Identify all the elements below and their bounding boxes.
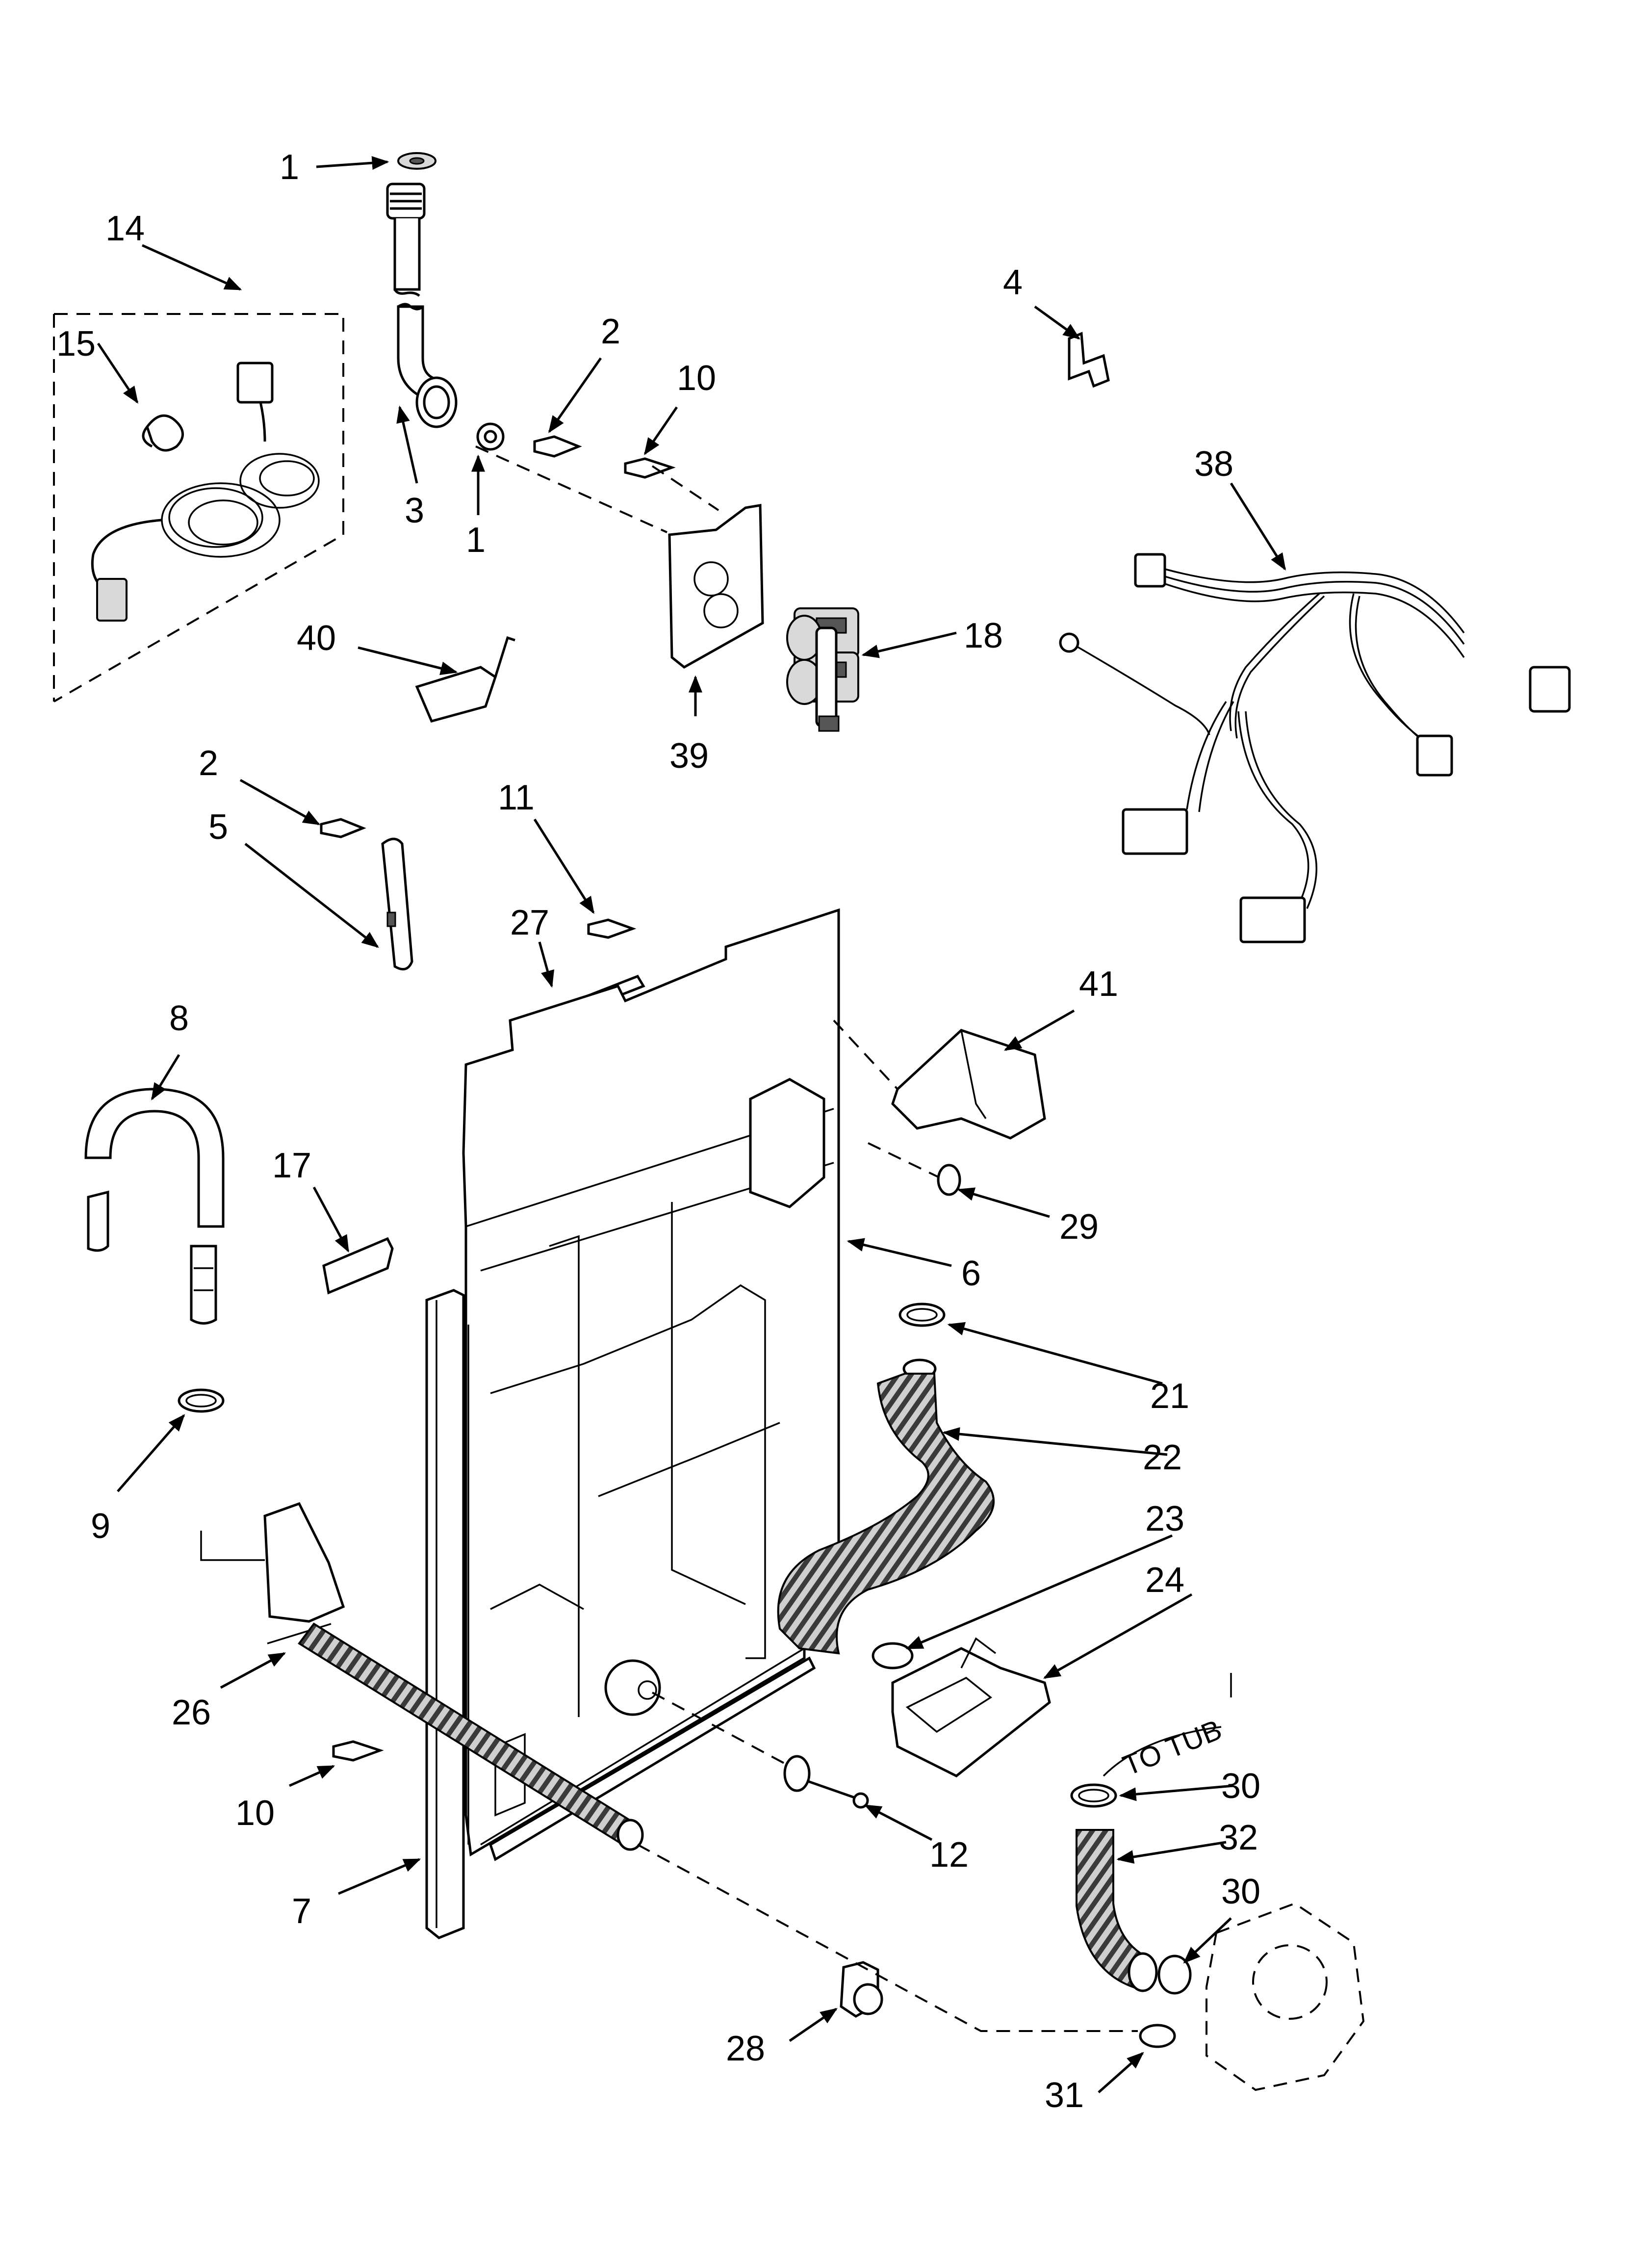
callout-30: 30 bbox=[1221, 1767, 1260, 1806]
callout-10: 10 bbox=[235, 1794, 275, 1833]
callout-29: 29 bbox=[1059, 1207, 1099, 1247]
callout-24: 24 bbox=[1145, 1561, 1184, 1600]
dispenser-part bbox=[872, 1637, 1051, 1777]
callout-2: 2 bbox=[601, 312, 620, 351]
callout-39: 39 bbox=[669, 736, 709, 776]
callout-40: 40 bbox=[297, 619, 336, 658]
screw-part bbox=[587, 918, 637, 939]
callout-30: 30 bbox=[1221, 1872, 1260, 1911]
rear-panel-part bbox=[462, 908, 840, 1861]
callout-31: 31 bbox=[1045, 2076, 1084, 2115]
callout-2: 2 bbox=[199, 744, 218, 783]
callout-17: 17 bbox=[272, 1146, 311, 1185]
callout-10: 10 bbox=[677, 359, 716, 398]
power-cord-kit-box bbox=[53, 313, 344, 703]
side-strip-part bbox=[425, 1289, 465, 1939]
cord-clamp-part bbox=[142, 414, 184, 452]
valve-bracket-part bbox=[475, 445, 764, 669]
callout-18: 18 bbox=[964, 616, 1003, 655]
inlet-hose-part bbox=[386, 152, 505, 451]
callout-7: 7 bbox=[292, 1892, 311, 1931]
callout-32: 32 bbox=[1219, 1818, 1258, 1857]
callout-9: 9 bbox=[91, 1507, 110, 1546]
pump-hose-part bbox=[1070, 1673, 1365, 2091]
callout-28: 28 bbox=[726, 2029, 765, 2068]
plug-part bbox=[322, 1237, 394, 1295]
callout-6: 6 bbox=[961, 1254, 981, 1293]
screw-part bbox=[533, 435, 676, 479]
fill-hose-part bbox=[777, 1358, 995, 1655]
callout-27: 27 bbox=[510, 903, 549, 942]
callout-3: 3 bbox=[405, 491, 424, 530]
strap-part bbox=[320, 818, 413, 971]
coupling-part bbox=[637, 1844, 1138, 2032]
water-valve-part bbox=[786, 607, 859, 732]
callout-23: 23 bbox=[1145, 1499, 1184, 1538]
callout-12: 12 bbox=[929, 1835, 969, 1875]
callout-26: 26 bbox=[172, 1693, 211, 1732]
callout-1: 1 bbox=[466, 521, 486, 560]
callout-1: 1 bbox=[280, 148, 299, 187]
screw-part bbox=[332, 1740, 384, 1762]
callout-11: 11 bbox=[498, 778, 535, 817]
ring-part bbox=[868, 1142, 961, 1196]
callout-21: 21 bbox=[1150, 1377, 1189, 1416]
drain-hose-part bbox=[84, 1088, 225, 1325]
callout-labels: 1 14 15 3 1 2 10 4 38 40 18 39 2 5 11 27… bbox=[56, 148, 1260, 2115]
to-tub-note: TO TUB bbox=[1119, 1714, 1227, 1782]
power-cord-part bbox=[91, 362, 320, 622]
shield-part bbox=[833, 1019, 1046, 1140]
callout-14: 14 bbox=[105, 209, 145, 248]
bracket-part bbox=[415, 636, 515, 723]
callout-41: 41 bbox=[1079, 965, 1118, 1004]
leader-lines bbox=[97, 156, 1286, 2093]
drain-hose-coil-part bbox=[298, 1622, 644, 1851]
callout-4: 4 bbox=[1003, 263, 1023, 302]
callout-38: 38 bbox=[1194, 444, 1233, 484]
hose-clamp-part bbox=[178, 1388, 225, 1413]
callout-22: 22 bbox=[1143, 1438, 1182, 1477]
callout-5: 5 bbox=[208, 808, 228, 847]
wire-clip-part bbox=[1068, 332, 1110, 388]
clip-part bbox=[652, 1692, 869, 1809]
callout-8: 8 bbox=[169, 999, 189, 1038]
wire-harness-part bbox=[1059, 553, 1571, 943]
hose-clamp-part bbox=[898, 1303, 946, 1327]
callout-15: 15 bbox=[56, 324, 96, 364]
hose-guide-part bbox=[200, 1502, 345, 1644]
